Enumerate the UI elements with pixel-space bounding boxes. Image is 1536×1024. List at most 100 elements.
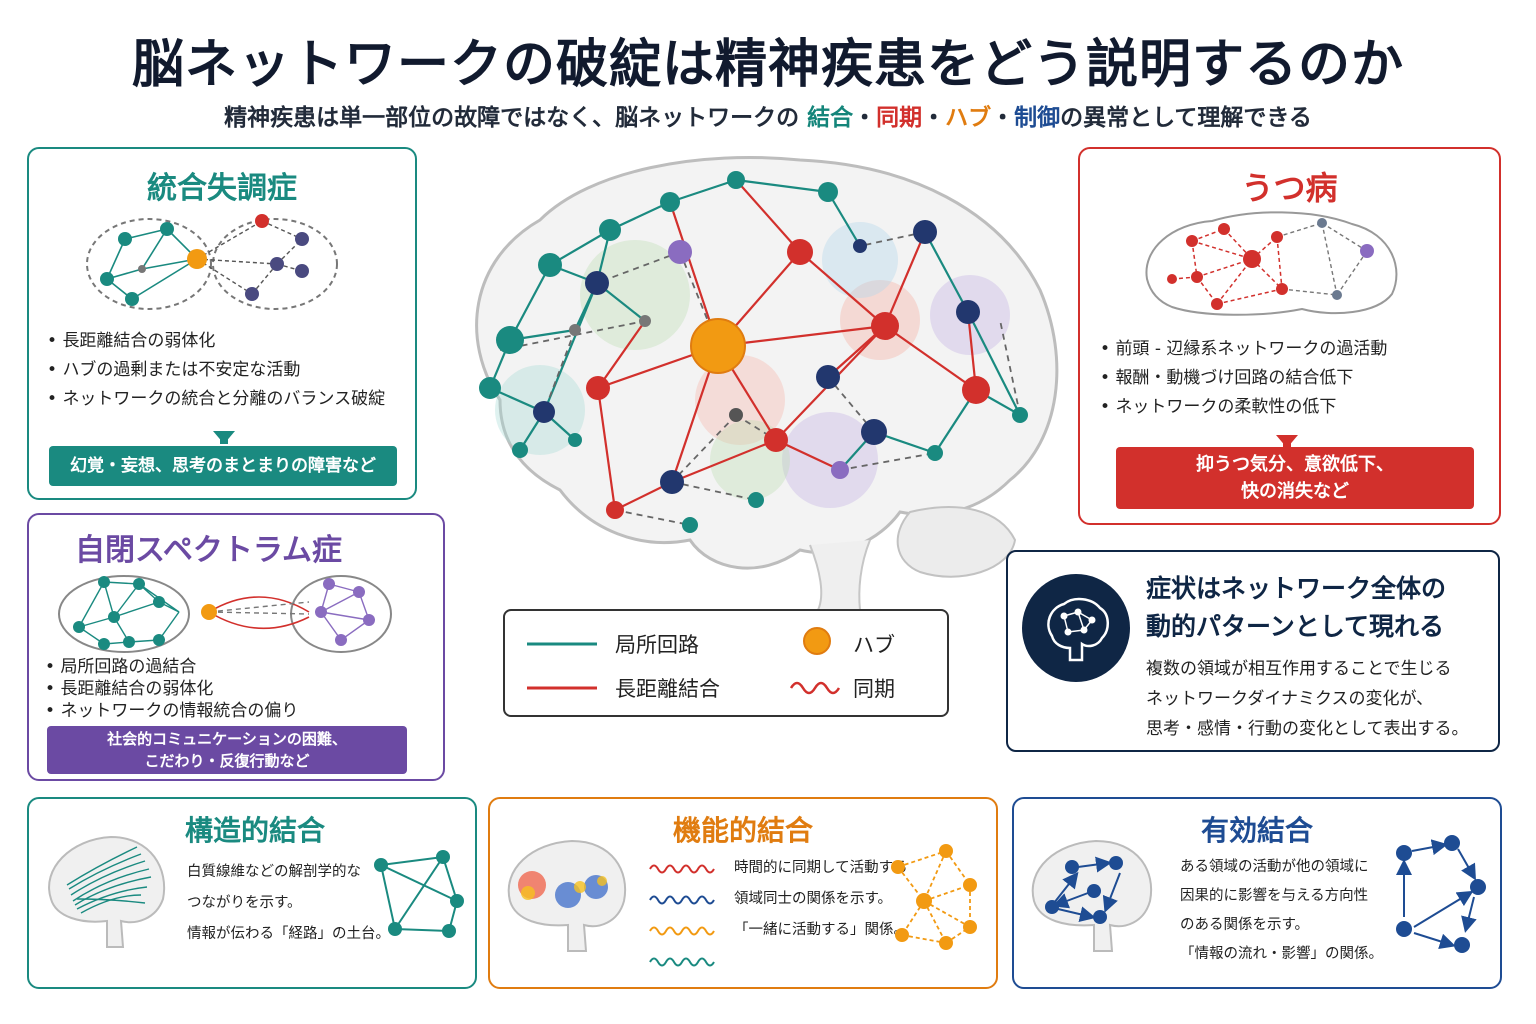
network-node xyxy=(1191,271,1203,283)
brain-stem xyxy=(809,539,871,611)
network-node xyxy=(496,326,524,354)
structural-panel: 構造的結合 白質線維などの解剖学的な つながりを示す。 情報が伝わる「経路」の土… xyxy=(27,797,477,989)
network-node xyxy=(512,442,528,458)
structural-title: 構造的結合 xyxy=(185,814,326,847)
network-node xyxy=(585,271,609,295)
autism-title: 自閉スペクトラム症 xyxy=(75,533,342,568)
network-node xyxy=(1444,835,1460,851)
network-node xyxy=(1454,937,1470,953)
network-node xyxy=(586,376,610,400)
network-node xyxy=(442,924,456,938)
network-node xyxy=(668,240,692,264)
network-node xyxy=(538,253,562,277)
down-arrow-icon xyxy=(1276,435,1298,448)
blue-wave-icon xyxy=(649,895,715,905)
network-node xyxy=(1243,250,1261,268)
depression-title: うつ病 xyxy=(1241,169,1338,207)
depression-result: 抑うつ気分、意欲低下、 快の消失など xyxy=(1116,447,1474,509)
network-node xyxy=(133,578,145,590)
network-node xyxy=(891,860,905,874)
network-node xyxy=(682,517,698,533)
info-title: 症状はネットワーク全体の 動的パターンとして現れる xyxy=(1146,570,1446,646)
network-node xyxy=(270,257,284,271)
brain-outline xyxy=(475,156,1059,570)
hub-node xyxy=(201,604,217,620)
network-node xyxy=(533,401,555,423)
legend-long: 長距離結合 xyxy=(615,677,720,701)
list-item: 局所回路の過結合 xyxy=(45,656,298,678)
local-circuit-swatch xyxy=(527,642,597,646)
cerebellum xyxy=(896,506,1017,578)
network-node xyxy=(123,636,135,648)
autism-panel: 自閉スペクトラム症 xyxy=(27,513,445,781)
network-node xyxy=(1360,244,1374,258)
schizophrenia-title: 統合失調症 xyxy=(147,171,297,206)
subtitle-keyword-hub: ハブ xyxy=(945,105,992,131)
network-node xyxy=(962,376,990,404)
network-node xyxy=(853,239,867,253)
network-node xyxy=(927,445,943,461)
hemisphere-outline xyxy=(58,575,190,653)
info-title-line1: 症状はネットワーク全体の xyxy=(1146,574,1447,603)
list-item: ネットワークの柔軟性の低下 xyxy=(1100,393,1387,422)
brain-outline xyxy=(1145,211,1398,316)
network-node xyxy=(916,893,932,909)
effective-panel: 有効結合 ある領域の活動が他の領域に 因果的に影響を与える方向性 のある関係を示… xyxy=(1012,797,1502,989)
legend-hub: ハブ xyxy=(853,633,895,657)
network-node xyxy=(963,920,977,934)
structural-line1: 白質線維などの解剖学的な xyxy=(187,864,361,880)
network-node xyxy=(1271,231,1283,243)
network-node xyxy=(895,928,909,942)
network-node xyxy=(764,428,788,452)
hub-node xyxy=(690,318,746,374)
page-subtitle: 精神疾患は単一部位の故障ではなく、脳ネットワークの 結合・同期・ハブ・制御の異常… xyxy=(0,98,1536,132)
network-node xyxy=(748,492,764,508)
network-node xyxy=(1109,856,1123,870)
network-node xyxy=(939,844,953,858)
structural-network-diagram xyxy=(374,850,464,938)
network-node xyxy=(255,214,269,228)
network-node xyxy=(363,614,375,626)
depression-result-line1: 抑うつ気分、意欲低下、 xyxy=(1196,454,1394,475)
effective-line1: ある領域の活動が他の領域に xyxy=(1180,859,1369,875)
network-node xyxy=(660,470,684,494)
network-node xyxy=(98,576,110,588)
list-item: ハブの過剰または不安定な活動 xyxy=(47,356,385,385)
network-node xyxy=(1317,218,1327,228)
autism-result: 社会的コミュニケーションの困難、 こだわり・反復行動など xyxy=(47,726,407,774)
subtitle-separator: ・ xyxy=(922,105,946,131)
functional-text: 時間的に同期して活動する 領域同士の関係を示す。 「一緒に活動する」関係。 xyxy=(734,853,908,946)
network-node xyxy=(353,586,365,598)
network-node xyxy=(599,219,621,241)
subtitle-keyword-connection: 結合 xyxy=(807,105,854,131)
info-panel: 症状はネットワーク全体の 動的パターンとして現れる 複数の領域が相互作用すること… xyxy=(1006,550,1500,752)
network-node xyxy=(1470,879,1486,895)
network-node xyxy=(1012,407,1028,423)
functional-brain-illustration xyxy=(507,839,627,952)
effective-line3: のある関係を示す。 xyxy=(1180,917,1310,933)
region-highlight xyxy=(580,240,690,350)
network-node xyxy=(729,408,743,422)
region-highlight xyxy=(822,222,898,298)
network-node xyxy=(963,878,977,892)
network-node xyxy=(939,936,953,950)
structural-line3: 情報が伝わる「経路」の土台。 xyxy=(187,926,390,942)
network-node xyxy=(1332,290,1342,300)
autism-bullets: 局所回路の過結合 長距離結合の弱体化 ネットワークの情報統合の偏り xyxy=(45,656,298,722)
subtitle-prefix: 精神疾患は単一部位の故障ではなく、脳ネットワークの xyxy=(224,105,800,131)
network-node xyxy=(569,324,581,336)
network-node xyxy=(727,171,745,189)
network-node xyxy=(787,239,813,265)
effective-title: 有効結合 xyxy=(1200,814,1313,847)
effective-line2: 因果的に影響を与える方向性 xyxy=(1180,888,1369,904)
network-node xyxy=(1276,283,1288,295)
functional-network-diagram xyxy=(891,844,977,950)
list-item: 報酬・動機づけ回路の結合低下 xyxy=(1100,364,1387,393)
network-node xyxy=(913,220,937,244)
legend-local: 局所回路 xyxy=(615,633,699,657)
network-node xyxy=(245,287,259,301)
legend-box: 局所回路 長距離結合 ハブ 同期 xyxy=(503,609,949,717)
down-arrow-icon xyxy=(213,431,235,444)
functional-line3: 「一緒に活動する」関係。 xyxy=(734,922,908,938)
network-node xyxy=(606,501,624,519)
